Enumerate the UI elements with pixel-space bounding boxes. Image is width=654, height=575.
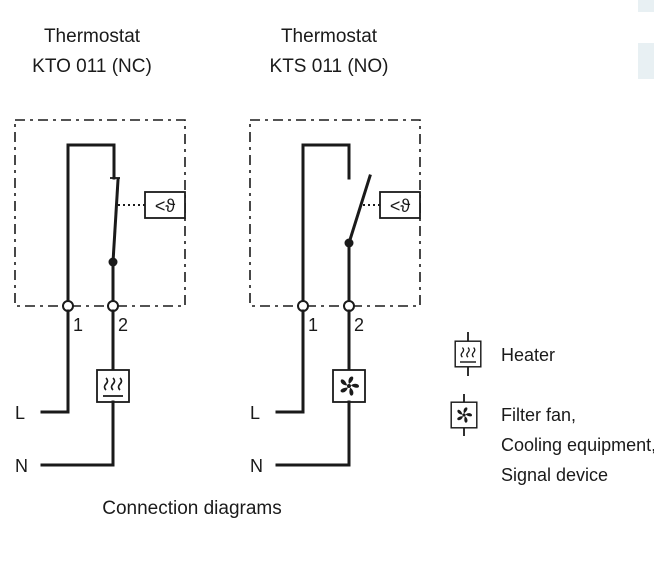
- neutral-wire: [275, 400, 351, 467]
- switch-blade-closed: [111, 178, 120, 264]
- sensor-symbol: <ϑ: [390, 196, 411, 216]
- diagram-title-line1: Thermostat: [281, 26, 378, 47]
- diagram-kts-no: Thermostat KTS 011 (NO) <ϑ 1 2 L N: [249, 26, 421, 476]
- neutral-label: N: [250, 456, 263, 476]
- terminal-2-label: 2: [354, 315, 364, 335]
- diagram-title-line1: Thermostat: [44, 26, 141, 47]
- legend-fan-label-line3: Signal device: [501, 465, 608, 485]
- line-wire: [275, 309, 305, 414]
- side-tab-bottom: [638, 43, 654, 79]
- line-wire: [40, 309, 70, 414]
- terminal-1-label: 1: [308, 315, 318, 335]
- temperature-sensor-icon: [144, 191, 186, 219]
- legend: Heater Filter fan, Cooling equipment, Si…: [450, 332, 654, 485]
- legend-heater-label: Heater: [501, 345, 555, 365]
- temperature-sensor-icon: [379, 191, 421, 219]
- terminal-2-label: 2: [118, 315, 128, 335]
- terminal-1-label: 1: [73, 315, 83, 335]
- line-label: L: [15, 403, 25, 423]
- legend-fan-label-line2: Cooling equipment,: [501, 435, 654, 455]
- caption: Connection diagrams: [102, 498, 282, 519]
- fan-icon: [332, 369, 366, 403]
- neutral-wire: [40, 400, 115, 467]
- heater-icon: [96, 369, 130, 403]
- internal-wire: [301, 143, 351, 308]
- fan-icon: [450, 401, 478, 429]
- diagram-title-line2: KTO 011 (NC): [32, 56, 152, 77]
- neutral-label: N: [15, 456, 28, 476]
- switch-blade-open: [347, 174, 372, 245]
- side-tab-top: [638, 0, 654, 12]
- legend-fan-label-line1: Filter fan,: [501, 405, 576, 425]
- heater-icon: [454, 340, 482, 368]
- diagram-kto-nc: Thermostat KTO 011 (NC) <ϑ 1 2 L N: [14, 26, 186, 476]
- diagram-title-line2: KTS 011 (NO): [270, 56, 389, 77]
- internal-wire: [66, 143, 116, 308]
- line-label: L: [250, 403, 260, 423]
- sensor-symbol: <ϑ: [155, 196, 176, 216]
